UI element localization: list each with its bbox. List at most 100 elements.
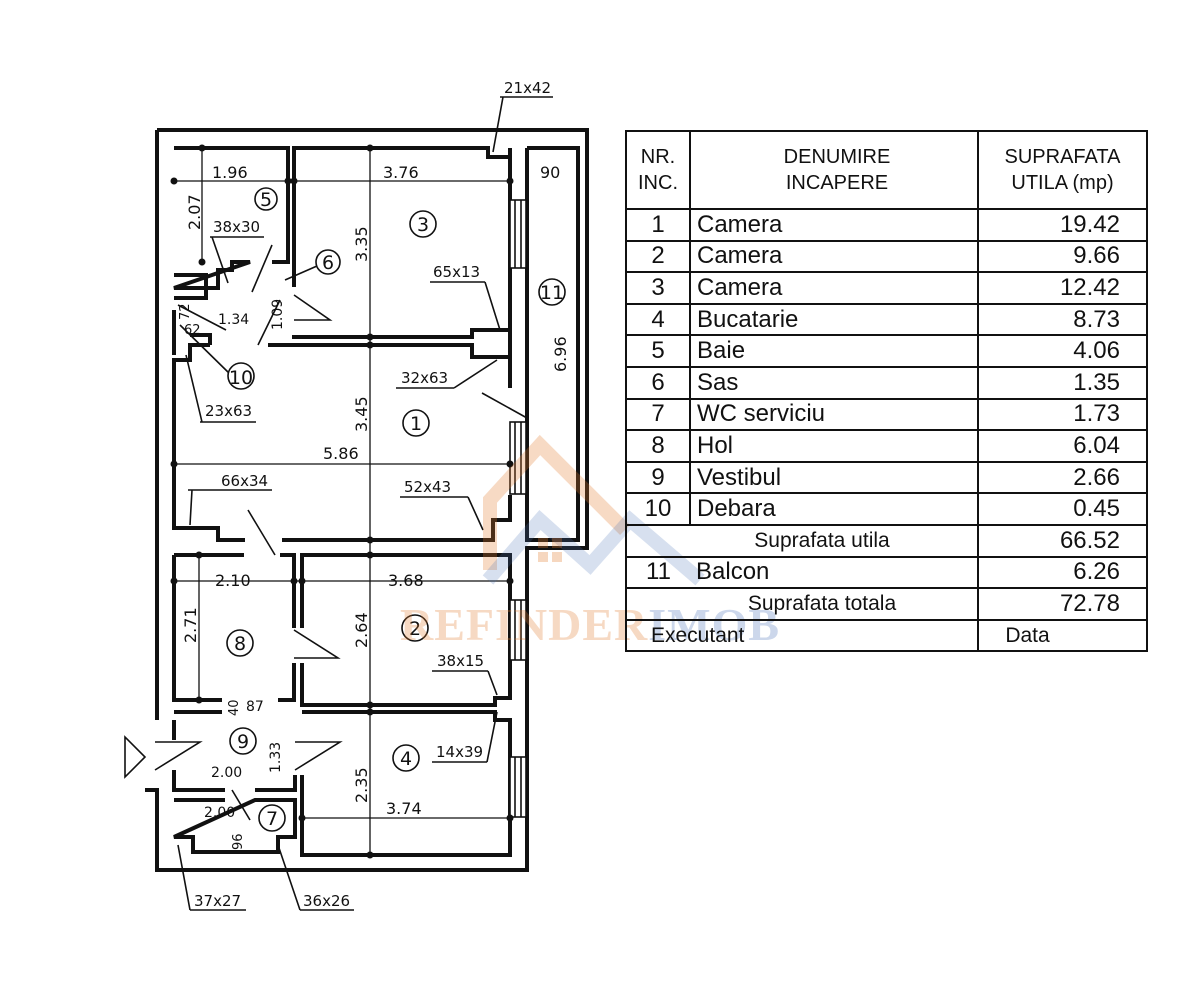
room-nr: 2: [625, 239, 691, 274]
footer-row: Executant Data: [625, 618, 1148, 653]
svg-text:62: 62: [184, 323, 201, 338]
svg-text:38x30: 38x30: [213, 218, 260, 236]
room-area: 6.04: [977, 429, 1148, 463]
svg-text:1.33: 1.33: [268, 742, 284, 773]
room-marker-2: 2: [401, 614, 429, 642]
svg-text:40: 40: [227, 699, 242, 716]
room-marker-4: 4: [392, 744, 420, 772]
opening-labels: 21x42 38x30 65x13 32x63 23x63 66x34 52x4…: [194, 79, 551, 910]
svg-text:3.74: 3.74: [386, 799, 422, 818]
svg-text:5: 5: [260, 189, 272, 211]
dimension-lines: [174, 148, 510, 855]
useful-total-label: Suprafata utila: [625, 523, 979, 558]
room-marker-1: 1: [402, 409, 430, 437]
svg-text:3.76: 3.76: [383, 163, 419, 182]
svg-text:87: 87: [246, 699, 264, 715]
room-7-walls: [173, 798, 297, 854]
svg-text:9: 9: [237, 731, 249, 753]
svg-text:3: 3: [417, 214, 429, 236]
useful-total-value: 66.52: [977, 523, 1148, 558]
room-nr: 6: [625, 365, 691, 400]
svg-text:32x63: 32x63: [401, 369, 448, 387]
room-marker-3: 3: [409, 210, 437, 238]
svg-text:38x15: 38x15: [437, 652, 484, 670]
svg-text:3.45: 3.45: [352, 396, 371, 432]
dimension-labels: 1.96 2.07 3.76 3.35 5.86 3.45 2.10 2.71 …: [178, 163, 570, 850]
room-name: Bucatarie: [689, 302, 979, 337]
balcony-row: 11 Balcon 6.26: [625, 555, 1148, 590]
svg-text:5.86: 5.86: [323, 444, 359, 463]
room-name: Baie: [689, 334, 979, 368]
room-area: 1.73: [977, 397, 1148, 432]
door-room-1-top: [257, 299, 281, 346]
room-name: Camera: [689, 239, 979, 274]
svg-text:2: 2: [409, 618, 421, 640]
door-room-5: [251, 244, 273, 293]
room-8-walls: [172, 553, 296, 702]
window-room-1: [509, 421, 527, 495]
room-nr: 9: [625, 460, 691, 495]
room-marker-5: 5: [254, 187, 278, 211]
room-area: 12.42: [977, 271, 1148, 305]
door-entrance: [154, 741, 203, 771]
balcony-name: Balcon: [690, 555, 979, 590]
door-room-3: [293, 294, 333, 321]
room-marker-10: 10: [227, 362, 255, 390]
svg-text:1: 1: [410, 413, 422, 435]
room-1-walls: [172, 343, 512, 542]
svg-text:37x27: 37x27: [194, 892, 241, 910]
room-area: 9.66: [977, 239, 1148, 274]
window-room-4: [509, 756, 527, 818]
room-marker-8: 8: [226, 629, 254, 657]
svg-text:90: 90: [540, 163, 560, 182]
svg-text:23x63: 23x63: [205, 402, 252, 420]
room-marker-7: 7: [258, 804, 286, 832]
svg-text:3.35: 3.35: [352, 226, 371, 262]
room-name: Camera: [689, 271, 979, 305]
svg-text:65x13: 65x13: [433, 263, 480, 281]
date-label: Data: [977, 618, 1148, 653]
room-nr: 10: [625, 492, 691, 526]
outer-wall: [145, 128, 589, 872]
balcony-nr: 11: [625, 555, 690, 590]
dimension-dots: [170, 144, 514, 859]
svg-text:10: 10: [229, 367, 253, 389]
svg-text:66x34: 66x34: [221, 472, 268, 490]
svg-text:8: 8: [234, 633, 246, 655]
room-area: 4.06: [977, 334, 1148, 368]
room-nr: 7: [625, 397, 691, 432]
door-room-7: [231, 789, 251, 821]
room-nr: 3: [625, 271, 691, 305]
room-area: 2.66: [977, 460, 1148, 495]
svg-text:2.10: 2.10: [215, 571, 251, 590]
svg-text:2.00: 2.00: [211, 765, 242, 781]
room-name: Camera: [689, 208, 979, 242]
executant-label: Executant: [625, 618, 979, 653]
svg-text:2.71: 2.71: [181, 607, 200, 643]
room-name: Sas: [689, 365, 979, 400]
room-name: WC serviciu: [689, 397, 979, 432]
room-4-walls: [300, 710, 512, 857]
svg-text:7: 7: [266, 808, 278, 830]
svg-text:6: 6: [322, 252, 334, 274]
door-room-4: [294, 741, 343, 771]
room-9-walls: [172, 710, 297, 792]
door-room-1-bottom: [247, 509, 276, 556]
room-name: Debara: [689, 492, 979, 526]
door-balcony: [481, 392, 528, 419]
room-marker-9: 9: [229, 727, 257, 755]
grand-total-row: Suprafata totala 72.78: [625, 587, 1148, 621]
leader-lines: [177, 96, 553, 911]
room-nr: 5: [625, 334, 691, 368]
